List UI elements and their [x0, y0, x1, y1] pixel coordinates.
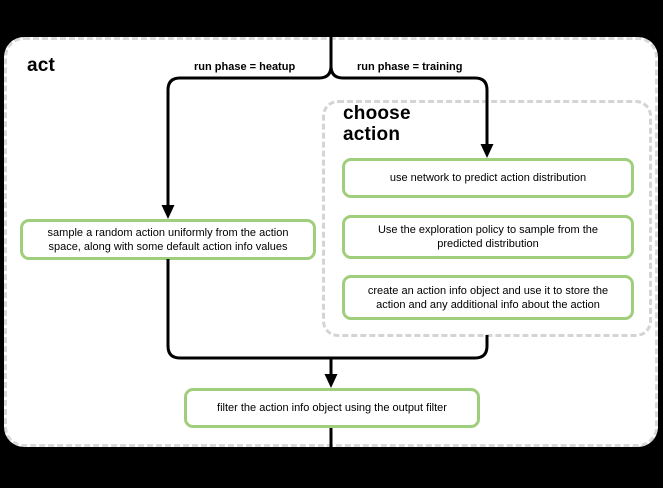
node-filter-output-label: filter the action info object using the … — [217, 402, 447, 414]
branch-label-heatup: run phase = heatup — [194, 61, 296, 73]
node-exploration-sample-label: Use the exploration policy to sample fro… — [377, 224, 599, 250]
node-predict-distribution: use network to predict action distributi… — [342, 158, 634, 198]
node-sample-random-action-label: sample a random action uniformly from th… — [47, 226, 289, 253]
node-filter-output: filter the action info object using the … — [184, 388, 480, 428]
panel-title: act — [27, 55, 56, 76]
node-predict-distribution-label: use network to predict action distributi… — [389, 172, 587, 184]
node-sample-random-action: sample a random action uniformly from th… — [20, 219, 316, 260]
node-exploration-sample: Use the exploration policy to sample fro… — [342, 215, 634, 259]
node-create-action-info: create an action info object and use it … — [342, 275, 634, 320]
choose-action-group-title: choose action — [343, 103, 411, 145]
node-create-action-info-label: create an action info object and use it … — [367, 284, 609, 311]
branch-label-training: run phase = training — [357, 61, 463, 73]
